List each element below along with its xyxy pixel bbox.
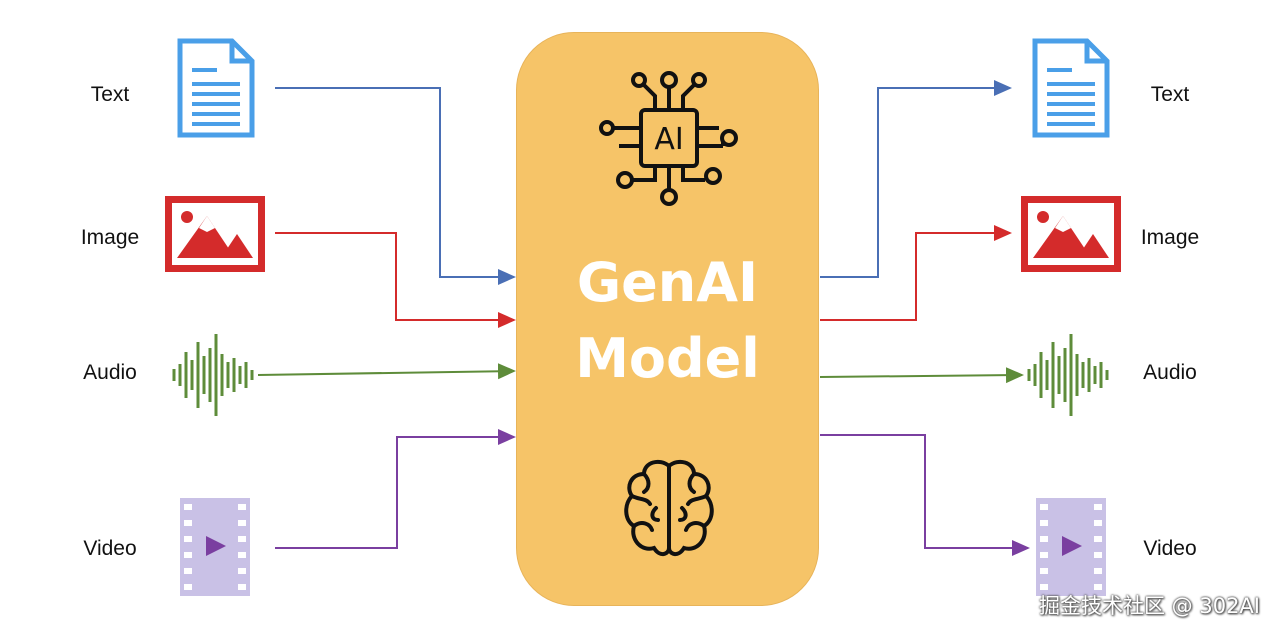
- output-label-video: Video: [1143, 537, 1197, 560]
- arrow-image-in: [275, 232, 516, 328]
- input-label-text: Text: [90, 83, 130, 106]
- image-icon: [1021, 196, 1121, 272]
- waveform-icon: [172, 334, 254, 416]
- arrow-video-in: [275, 429, 516, 549]
- arrow-image-out: [820, 225, 1012, 321]
- output-label-image: Image: [1140, 226, 1200, 249]
- input-label-video: Video: [83, 537, 137, 560]
- ai-chip-label: AI: [654, 122, 683, 157]
- arrow-audio-in: [257, 363, 516, 380]
- output-label-text: Text: [1150, 83, 1190, 106]
- output-label-audio: Audio: [1143, 361, 1197, 384]
- input-label-audio: Audio: [83, 361, 137, 384]
- model-title-line1: GenAI: [576, 251, 759, 314]
- arrow-text-out: [820, 80, 1012, 278]
- ai-chip-icon: AI: [599, 71, 738, 206]
- watermark: 掘金技术社区 @ 302AI: [1039, 594, 1260, 618]
- film-play-icon: [1036, 498, 1106, 596]
- brain-icon: [624, 459, 714, 556]
- waveform-icon: [1027, 334, 1109, 416]
- arrow-audio-out: [819, 367, 1024, 384]
- document-icon: [177, 38, 255, 138]
- image-icon: [165, 196, 265, 272]
- document-icon: [1032, 38, 1110, 138]
- arrow-text-in: [275, 87, 516, 285]
- arrow-video-out: [820, 434, 1030, 556]
- model-title-line2: Model: [575, 327, 760, 390]
- film-play-icon: [180, 498, 250, 596]
- input-label-image: Image: [80, 226, 140, 249]
